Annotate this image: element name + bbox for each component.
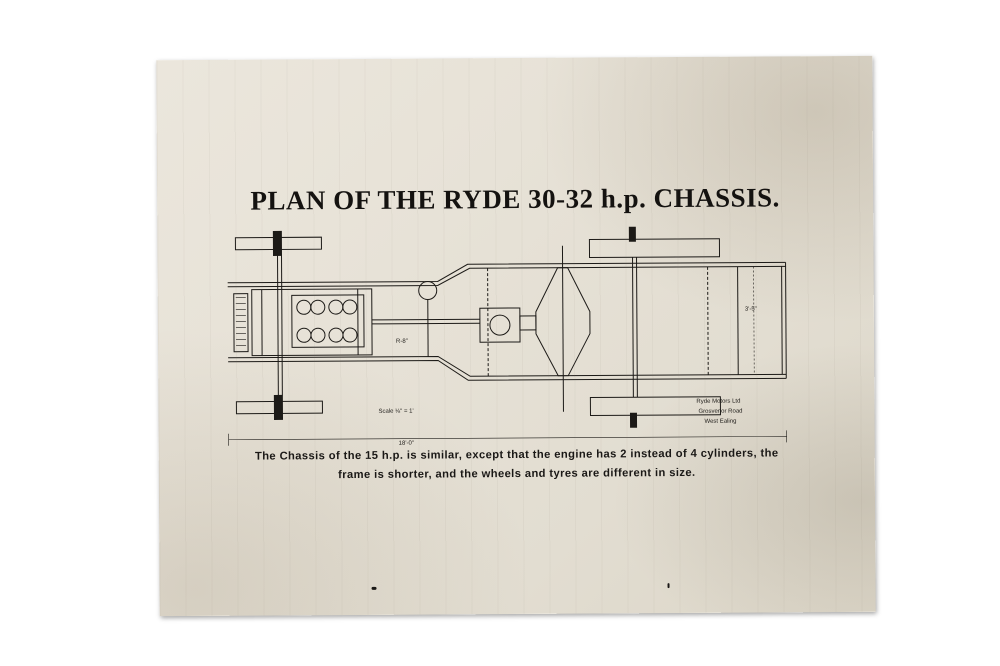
rear-wheel-bottom [589,396,721,417]
document-sheet: PLAN OF THE RYDE 30-32 h.p. CHASSIS. [156,55,876,617]
document-caption: The Chassis of the 15 h.p. is similar, e… [219,444,815,486]
caption-line-1: The Chassis of the 15 h.p. is similar, e… [254,447,779,463]
scale-label: Scale ⅛" = 1' [378,409,413,415]
caption-line-2: frame is shorter, and the wheels and tyr… [338,466,696,482]
ink-mark [371,586,377,590]
differential [535,267,591,377]
dim-wheelbase: R-8" [396,339,408,345]
dim-overall-length: 18'-0" [399,441,414,447]
maker-line-1: Ryde Motors Ltd [696,399,740,405]
rear-wheel-top [588,238,721,259]
dim-frame-width: 3'-5" [745,307,757,313]
maker-line-2: Grosvenor Road [698,409,742,415]
steering-wheel [418,281,438,301]
document-title: PLAN OF THE RYDE 30-32 h.p. CHASSIS. [250,182,780,216]
ink-mark [667,583,670,589]
engine-cylinders [291,294,365,348]
chassis-plan-drawing: 3'-5" R-8" 18'-0" Scale ⅛" = 1' Ryde Mot… [227,226,787,447]
gearbox [479,307,521,343]
maker-line-3: West Ealing [705,419,737,425]
